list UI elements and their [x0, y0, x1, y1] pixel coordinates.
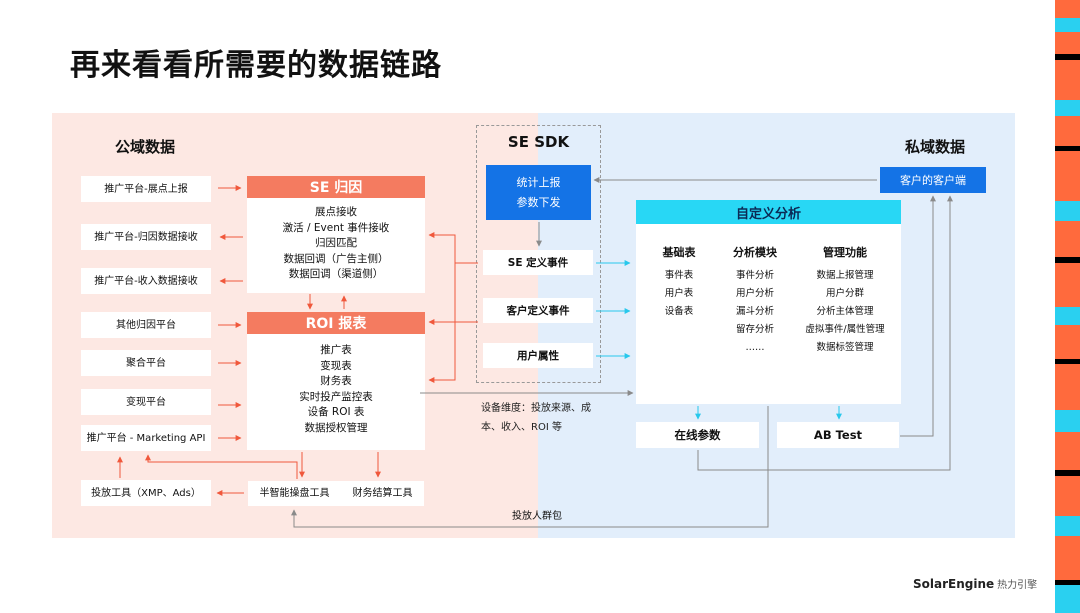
audience-pack-label: 投放人群包 — [512, 511, 562, 522]
edge-stripe — [1055, 585, 1080, 613]
edge-stripe — [1055, 476, 1080, 516]
edge-stripe — [1055, 470, 1080, 476]
edge-stripe — [1055, 325, 1080, 359]
left-item-revenue-receive: 推广平台-收入数据接收 — [81, 268, 211, 294]
roi-report-line: 实时投产监控表 — [299, 390, 373, 403]
left-item-impression-report: 推广平台-展点上报 — [81, 176, 211, 202]
column-title: 分析模块 — [733, 246, 777, 259]
edge-stripe — [1055, 151, 1080, 201]
column-item: 事件分析 — [735, 270, 774, 281]
left-item-attribution-receive: 推广平台-归因数据接收 — [81, 224, 211, 250]
roi-report-line: 财务表 — [320, 375, 352, 387]
sdk-event-client-defined: 客户定义事件 — [483, 298, 593, 323]
logo-cn: 热力引擎 — [997, 580, 1038, 591]
edge-stripe — [1055, 32, 1080, 54]
edge-stripe — [1055, 60, 1080, 100]
edge-stripe — [1055, 359, 1080, 364]
column-item: 设备表 — [664, 306, 694, 317]
column-item: 分析主体管理 — [816, 306, 874, 317]
online-params-box: 在线参数 — [636, 422, 759, 448]
roi-report-line: 变现表 — [320, 359, 352, 372]
edge-stripe — [1055, 410, 1080, 432]
edge-stripe — [1055, 100, 1080, 116]
left-item-ad-tools: 投放工具（XMP、Ads） — [81, 480, 211, 506]
sdk-report-box: 统计上报 参数下发 — [486, 165, 591, 220]
column-title: 基础表 — [662, 246, 696, 259]
column-item: …… — [745, 342, 765, 353]
management-features-column: 管理功能 数据上报管理 用户分群 分析主体管理 虚拟事件/属性管理 数据标签管理 — [799, 244, 891, 357]
custom-analysis-body: 基础表 事件表 用户表 设备表 分析模块 事件分析 用户分析 漏斗分析 留存分析… — [636, 224, 901, 404]
se-attribution-line: 数据回调（广告主侧） — [283, 252, 389, 265]
edge-stripe — [1055, 116, 1080, 146]
edge-stripe — [1055, 364, 1080, 410]
left-item-marketing-api: 推广平台 - Marketing API — [81, 425, 211, 451]
roi-report-line: 设备 ROI 表 — [307, 406, 365, 418]
basic-tables-column: 基础表 事件表 用户表 设备表 — [650, 244, 708, 321]
edge-stripe — [1055, 536, 1080, 580]
left-item-other-attribution: 其他归因平台 — [81, 312, 211, 338]
se-attribution-panel: 展点接收 激活 / Event 事件接收 归因匹配 数据回调（广告主侧） 数据回… — [247, 198, 425, 293]
edge-stripe — [1055, 201, 1080, 221]
edge-stripe — [1055, 221, 1080, 257]
sdk-event-user-attributes: 用户属性 — [483, 343, 593, 368]
se-attribution-line: 数据回调（渠道侧） — [288, 268, 384, 280]
se-attribution-line: 归因匹配 — [315, 237, 357, 249]
sdk-report-line: 参数下发 — [516, 195, 561, 209]
analysis-modules-column: 分析模块 事件分析 用户分析 漏斗分析 留存分析 …… — [724, 244, 786, 357]
smart-dashboard-tool: 半智能操盘工具 — [259, 488, 330, 499]
edge-stripe — [1055, 146, 1080, 151]
edge-stripe — [1055, 54, 1080, 60]
edge-stripe — [1055, 18, 1080, 32]
left-item-monetization-platform: 变现平台 — [81, 389, 211, 415]
public-domain-label: 公域数据 — [115, 138, 176, 156]
custom-analysis-header: 自定义分析 — [636, 200, 901, 224]
roi-report-line: 推广表 — [320, 344, 352, 356]
private-domain-label: 私域数据 — [905, 138, 966, 156]
se-sdk-title: SE SDK — [507, 133, 570, 151]
edge-stripe — [1055, 0, 1080, 18]
edge-stripe — [1055, 580, 1080, 585]
se-attribution-line: 展点接收 — [315, 206, 357, 218]
column-item: 事件表 — [664, 270, 694, 281]
edge-stripe — [1055, 432, 1080, 470]
edge-stripe — [1055, 257, 1080, 263]
roi-report-line: 数据授权管理 — [304, 421, 368, 434]
roi-report-panel: 推广表 变现表 财务表 实时投产监控表 设备 ROI 表 数据授权管理 — [247, 334, 425, 450]
column-item: 漏斗分析 — [735, 306, 774, 317]
roi-report-header: ROI 报表 — [247, 312, 425, 334]
tools-box: 半智能操盘工具 财务结算工具 — [248, 481, 424, 506]
column-item: 用户分群 — [825, 288, 864, 299]
sdk-report-line: 统计上报 — [516, 175, 561, 189]
device-dimension-note: 设备维度：投放来源、成本、收入、ROI 等 — [481, 403, 591, 433]
se-attribution-header: SE 归因 — [247, 176, 425, 198]
left-item-aggregation-platform: 聚合平台 — [81, 350, 211, 376]
slide-title: 再来看看所需要的数据链路 — [70, 48, 442, 83]
column-item: 留存分析 — [735, 324, 774, 335]
edge-stripe — [1055, 263, 1080, 307]
sdk-event-se-defined: SE 定义事件 — [483, 250, 593, 275]
se-attribution-line: 激活 / Event 事件接收 — [282, 221, 390, 234]
column-item: 用户分析 — [735, 288, 774, 299]
edge-stripe — [1055, 516, 1080, 536]
client-app-box: 客户的客户端 — [880, 167, 986, 193]
column-title: 管理功能 — [823, 246, 867, 259]
edge-stripe — [1055, 307, 1080, 325]
logo-brand: SolarEngine — [913, 577, 995, 591]
ab-test-box: AB Test — [777, 422, 899, 448]
column-item: 数据上报管理 — [816, 270, 874, 281]
finance-settlement-tool: 财务结算工具 — [352, 488, 413, 499]
column-item: 用户表 — [664, 288, 694, 299]
column-item: 虚拟事件/属性管理 — [805, 324, 885, 335]
column-item: 数据标签管理 — [816, 342, 874, 353]
